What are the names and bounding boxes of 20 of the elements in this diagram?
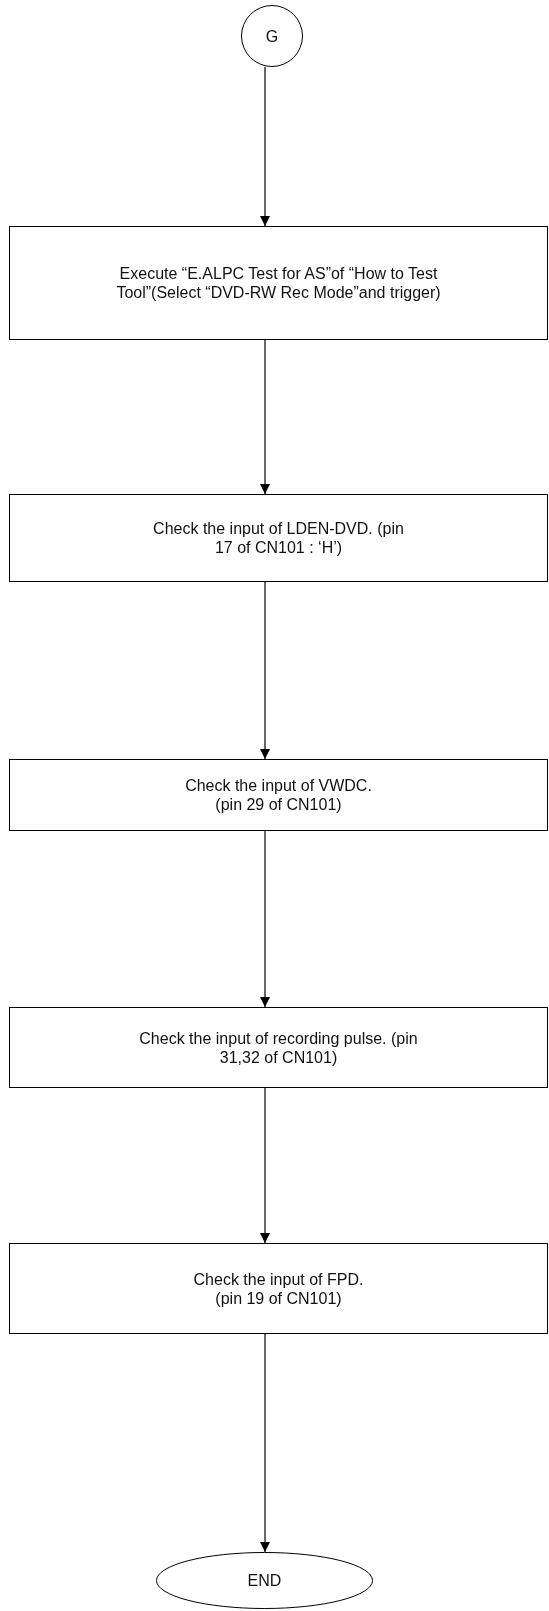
process-box (9, 1007, 548, 1088)
terminator-ellipse (156, 1552, 373, 1609)
process-box (9, 494, 548, 582)
step-text: Check the input of recording pulse. (pin 31,32 of CN101) (138, 1028, 419, 1067)
arrow (260, 339, 270, 495)
process-box (9, 759, 548, 831)
arrow (260, 1333, 270, 1553)
arrow (260, 66, 270, 227)
process-box (9, 226, 548, 340)
step-text: Check the input of VWDC. (pin 29 of CN101) (184, 776, 373, 814)
step-text: END (247, 1571, 282, 1590)
connector-circle (241, 5, 303, 67)
step-text: Check the input of LDEN-DVD. (pin 17 of CN101 : ‘H’) (152, 519, 405, 557)
step-text: Execute “E.ALPC Test for AS”of “How to Test Tool”(Select “DVD-RW Rec Mode”and trigger) (115, 264, 442, 302)
arrow (260, 581, 270, 760)
arrow (260, 830, 270, 1008)
step-text: G (265, 26, 279, 46)
step-text: Check the input of FPD. (pin 19 of CN101) (192, 1269, 365, 1308)
process-box (9, 1243, 548, 1334)
arrow (260, 1087, 270, 1244)
